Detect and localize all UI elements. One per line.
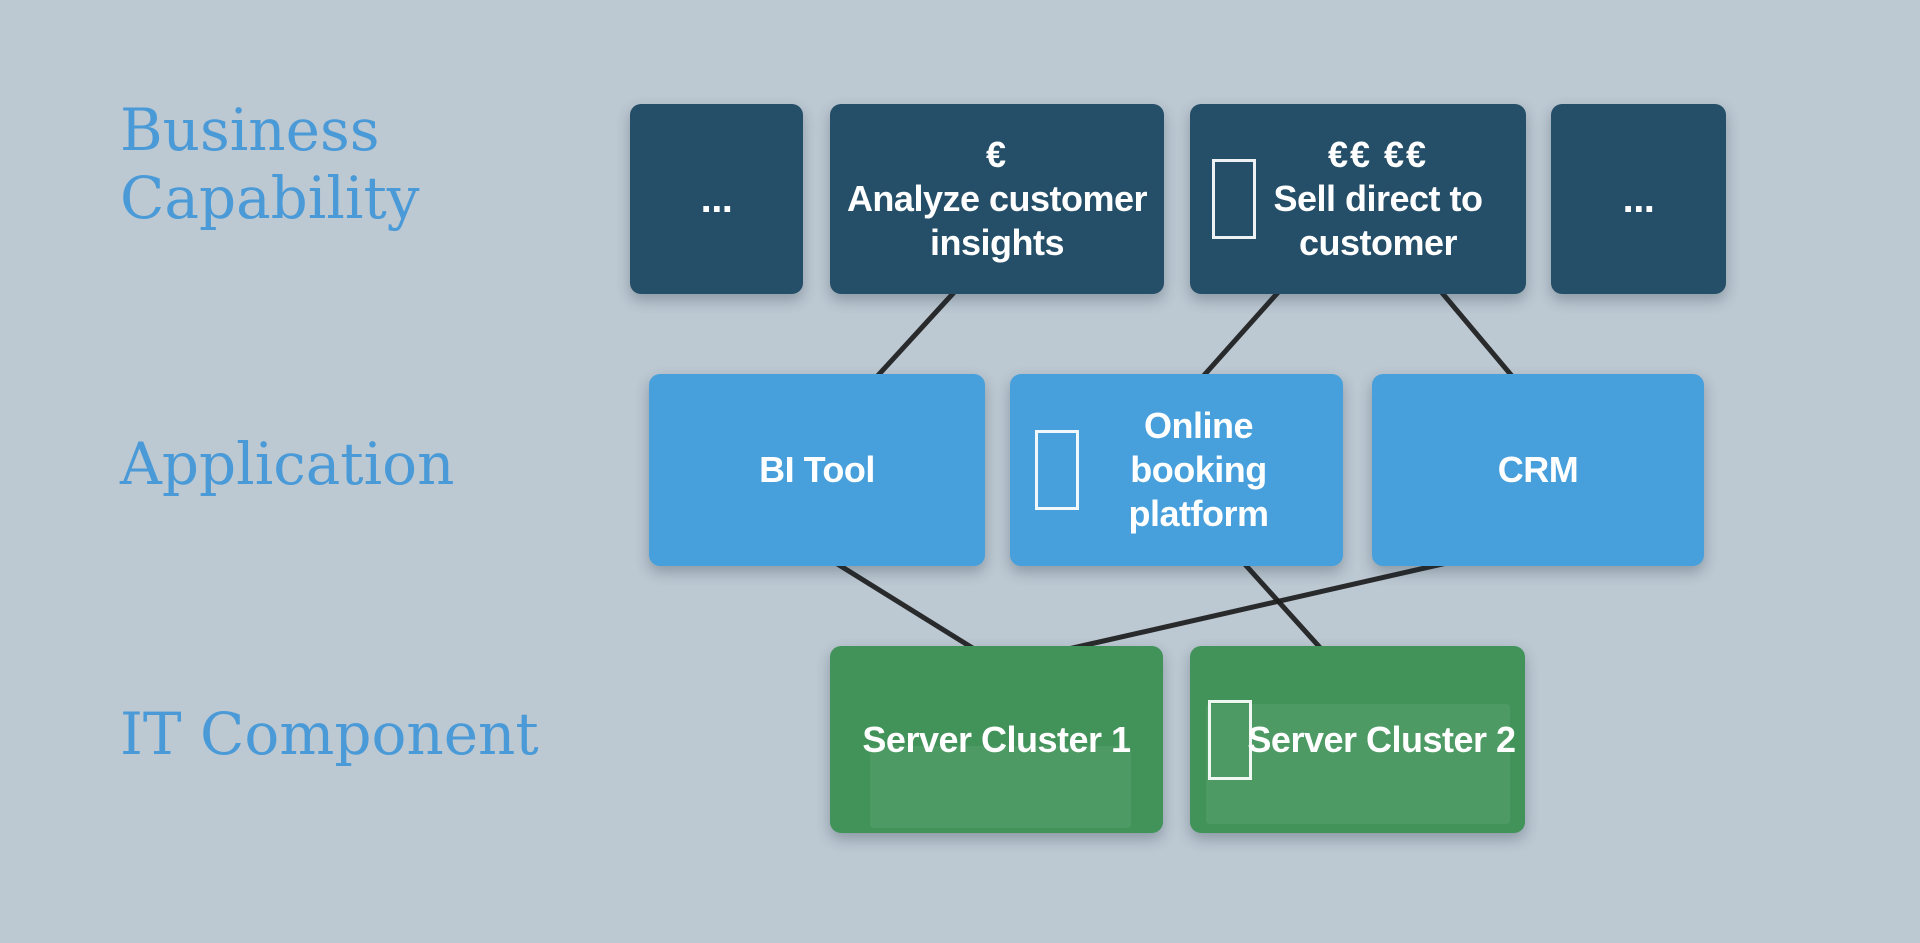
connection-cap_sell-to-app_booking	[1195, 285, 1285, 385]
node-capability-more-right: ...	[1551, 104, 1726, 294]
node-label: Sell direct to customer	[1273, 178, 1483, 263]
euro-cost-indicator: €	[985, 134, 1009, 176]
node-capability-more-left: ...	[630, 104, 803, 294]
connection-cap_sell-to-app_crm	[1435, 285, 1520, 385]
node-application-bi-tool: BI Tool	[649, 374, 985, 566]
node-application-crm: CRM	[1372, 374, 1704, 566]
highlight-band	[870, 746, 1131, 828]
layer-label-business-capability: Business Capability	[120, 96, 420, 233]
node-label: Online booking platform	[1128, 405, 1270, 534]
euro-cost-indicator: €€ €€	[1327, 134, 1429, 176]
highlight-band	[1206, 704, 1510, 824]
node-label: CRM	[1497, 449, 1579, 491]
connection-app_booking-to-it_server_cluster_2	[1238, 557, 1327, 655]
node-application-online-booking-platform: Online booking platform	[1010, 374, 1343, 566]
tofu-placeholder-icon	[1212, 159, 1256, 239]
layer-label-it-component: IT Component	[120, 700, 539, 768]
node-capability-sell-direct-to-customer: €€ €€ Sell direct to customer	[1190, 104, 1526, 294]
node-label: ...	[1622, 176, 1655, 221]
node-capability-analyze-customer-insights: € Analyze customer insights	[830, 104, 1164, 294]
node-label: BI Tool	[759, 449, 875, 491]
node-it-component-server-cluster-2: Server Cluster 2	[1190, 646, 1525, 833]
node-label: Analyze customer insights	[846, 178, 1148, 263]
node-label: ...	[700, 176, 733, 221]
connection-app_bi_tool-to-it_server_cluster_1	[828, 557, 982, 655]
tofu-placeholder-icon	[1208, 699, 1252, 780]
tofu-placeholder-icon	[1035, 430, 1079, 510]
connection-cap_analyze-to-app_bi_tool	[869, 285, 961, 385]
connection-app_crm-to-it_server_cluster_1	[1052, 557, 1463, 655]
node-it-component-server-cluster-1: Server Cluster 1	[830, 646, 1163, 833]
layer-label-application: Application	[120, 430, 455, 498]
node-label: Server Cluster 2	[1247, 718, 1516, 760]
node-label: Server Cluster 1	[862, 718, 1131, 760]
